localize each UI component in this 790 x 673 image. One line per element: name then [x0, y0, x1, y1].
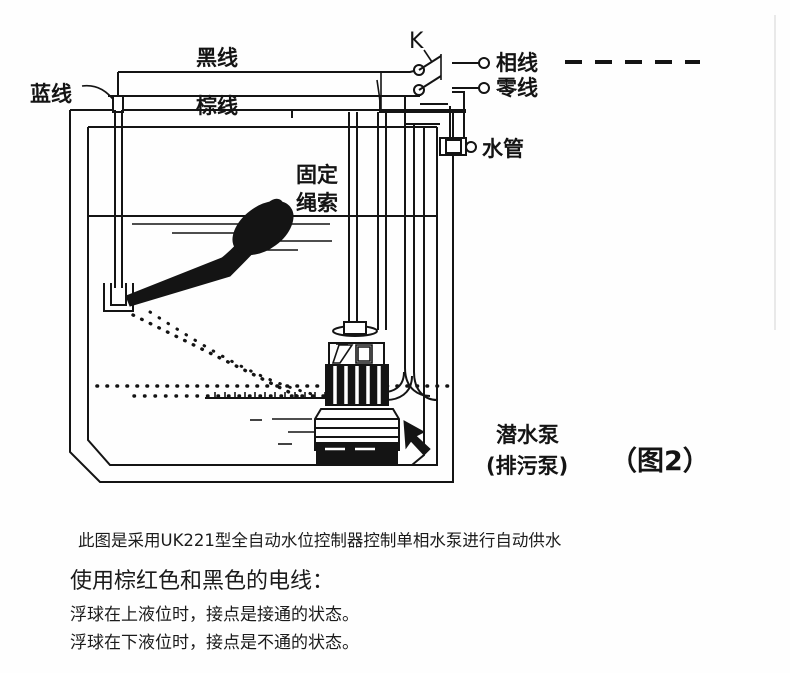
- switch-k[interactable]: [413, 49, 442, 96]
- pump-vertical-cables: [348, 72, 387, 330]
- label-pump-line1: 潜水泵: [496, 423, 559, 447]
- caption-heading: 使用棕红色和黑色的电线：: [70, 569, 335, 594]
- lower-water-level-dotted: [95, 384, 450, 445]
- caption-lower-level-note: 浮球在下液位时，接点是不通的状态。: [70, 633, 359, 653]
- blue-wire-lead: [81, 84, 117, 104]
- label-neutral-line: 零线: [495, 76, 538, 100]
- black-wire-path: [117, 69, 419, 108]
- label-black-wire: 黑线: [196, 46, 238, 70]
- brown-wire-path: [108, 90, 421, 97]
- pump-pointer-arrow: [403, 420, 431, 456]
- left-cable-bundle: [112, 95, 124, 288]
- label-fixed-rope-line2: 绳索: [296, 191, 338, 215]
- label-brown-wire: 棕线: [196, 94, 238, 118]
- supply-terminals: [452, 57, 490, 94]
- caption-description: 此图是采用UK221型全自动水位控制器控制单相水泵进行自动供水: [78, 531, 562, 550]
- submersible-pump: [314, 321, 400, 466]
- water-pipe-fitting: [439, 137, 477, 156]
- label-phase-line: 相线: [496, 51, 538, 75]
- tank-outer-wall: [69, 109, 454, 483]
- float-ball: [125, 198, 294, 307]
- wiring-diagram: 黑线 蓝线 棕线 K 相线 零线 水管 固定 绳索 潜水泵 (排污泵) （图2）: [30, 15, 776, 483]
- caption-upper-level-note: 浮球在上液位时，接点是接通的状态。: [70, 605, 359, 625]
- label-blue-wire: 蓝线: [30, 82, 72, 106]
- label-pump-line2: (排污泵): [486, 454, 568, 478]
- label-figure-number: （图2）: [610, 446, 710, 477]
- pump-discharge-cable: [383, 124, 438, 466]
- label-fixed-rope-line1: 固定: [296, 163, 338, 187]
- float-swing-dotted: [131, 310, 322, 402]
- label-switch-k: K: [409, 29, 424, 54]
- label-water-pipe: 水管: [482, 137, 524, 161]
